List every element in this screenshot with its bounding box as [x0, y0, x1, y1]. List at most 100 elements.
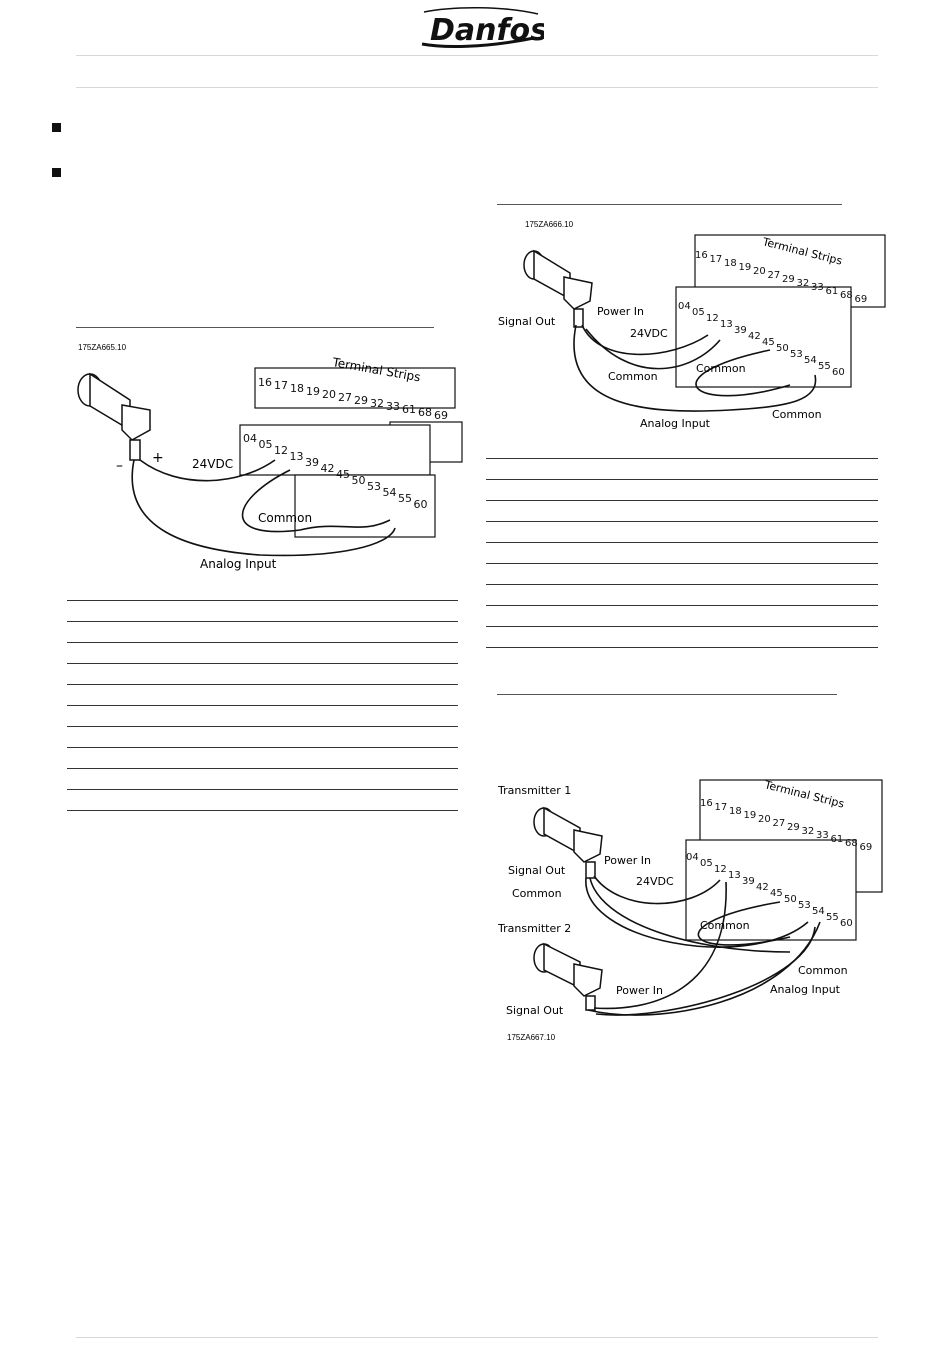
fig2-wire-power: [581, 324, 709, 356]
fig3-code: 175ZA667.10: [507, 1033, 556, 1042]
fig2-terminal-61: 61: [826, 286, 839, 297]
fig1-terminal-05: 05: [259, 438, 273, 451]
fig2-common-label-2: Common: [696, 362, 746, 375]
fig3-terminal-39: 39: [742, 876, 755, 887]
fig1-code: 175ZA665.10: [78, 343, 127, 352]
fig3-terminal-68: 68: [845, 838, 858, 849]
table-row: [486, 542, 878, 564]
table-row: [67, 600, 458, 622]
fig3-24vdc-label: 24VDC: [636, 875, 674, 888]
fig3-terminal-60: 60: [840, 918, 853, 929]
fig3-terminal-54: 54: [812, 906, 825, 917]
table-row: [486, 563, 878, 585]
fig3-wire-t2-common: [595, 926, 816, 1016]
fig2-24vdc-label: 24VDC: [630, 327, 668, 340]
fig3-terminal-29: 29: [787, 822, 800, 833]
fig3-terminal-05: 05: [700, 858, 713, 869]
fig1-terminal-04: 04: [243, 432, 257, 445]
fig3-terminal-32: 32: [802, 826, 815, 837]
fig3-terminal-45: 45: [770, 888, 783, 899]
fig3-transmitter-1: [533, 806, 603, 879]
table-row: [486, 626, 878, 648]
fig1-terminal-69: 69: [434, 409, 448, 422]
table-row: [67, 747, 458, 769]
fig2-terminal-20: 20: [753, 266, 766, 277]
fig2-terminal-60: 60: [832, 367, 845, 378]
fig2-terminal-13: 13: [720, 319, 733, 330]
fig2-terminal-39: 39: [734, 325, 747, 336]
table-row: [67, 663, 458, 685]
fig2-transmitter: [523, 249, 593, 328]
fig1-terminal-50: 50: [352, 474, 366, 487]
fig3-transmitter-2-label: Transmitter 2: [497, 922, 571, 935]
fig2-terminal-05: 05: [692, 307, 705, 318]
fig3-terminal-42: 42: [756, 882, 769, 893]
fig3-wire-t2-power: [593, 881, 727, 1010]
table-row: [67, 621, 458, 643]
fig2-common-label-1: Common: [608, 370, 658, 383]
footer-rule: [76, 1337, 878, 1338]
fig1-wire-common: [241, 469, 391, 533]
fig1-terminal-33: 33: [386, 400, 400, 413]
fig2-terminal-19: 19: [739, 262, 752, 273]
fig2-terminal-27: 27: [768, 270, 781, 281]
fig3-common-b-label: Common: [700, 919, 750, 932]
fig3-terminal-55: 55: [826, 912, 839, 923]
fig1-terminal-54: 54: [383, 486, 397, 499]
fig3-terminal-61: 61: [831, 834, 844, 845]
fig1-terminal-61: 61: [402, 403, 416, 416]
fig3-terminal-33: 33: [816, 830, 829, 841]
fig1-terminal-19: 19: [306, 385, 320, 398]
fig1-rule: [76, 327, 434, 328]
fig1-terminal-32: 32: [370, 397, 384, 410]
table-row: [67, 789, 458, 811]
fig3-terminal-17: 17: [715, 802, 728, 813]
fig2-terminal-table: [486, 458, 878, 648]
table-row: [67, 705, 458, 727]
fig1-24vdc-label: 24VDC: [192, 457, 233, 471]
fig2-terminal-16: 16: [695, 250, 708, 261]
fig3-signal-out-1-label: Signal Out: [508, 864, 566, 877]
fig1-terminal-16: 16: [258, 376, 272, 389]
fig1-wire-analog: [131, 459, 396, 557]
fig2-analog-input-label: Analog Input: [640, 417, 711, 430]
fig3-analog-input-label: Analog Input: [770, 983, 841, 996]
fig1-terminal-18: 18: [290, 382, 304, 395]
header-rule-top: [76, 55, 878, 56]
fig3-terminal-13: 13: [728, 870, 741, 881]
fig3-terminal-19: 19: [744, 810, 757, 821]
fig1-common-label: Common: [258, 511, 312, 525]
fig1-terminal-45: 45: [336, 468, 350, 481]
fig3-common-a-label: Common: [512, 887, 562, 900]
fig2-terminal-12: 12: [706, 313, 719, 324]
table-row: [486, 479, 878, 501]
fig1-terminal-20: 20: [322, 388, 336, 401]
brand-text: Danfoss: [430, 13, 544, 48]
fig3-transmitter-1-label: Transmitter 1: [497, 784, 571, 797]
fig3-terminal-50: 50: [784, 894, 797, 905]
fig2-signal-out-label: Signal Out: [498, 315, 556, 328]
fig3-terminal-16: 16: [700, 798, 713, 809]
fig2-terminal-18: 18: [724, 258, 737, 269]
fig1-terminal-table: [67, 600, 458, 811]
fig3-signal-out-2-label: Signal Out: [506, 1004, 564, 1017]
fig2-terminal-45: 45: [762, 337, 775, 348]
table-row: [486, 605, 878, 627]
fig3-wire-t1-common: [589, 877, 791, 953]
danfoss-logo-image: Danfoss: [421, 6, 566, 48]
fig1-minus-label: –: [116, 458, 123, 474]
fig2-terminal-17: 17: [710, 254, 723, 265]
fig2-terminal-33: 33: [811, 282, 824, 293]
section-bullet-1: [52, 123, 61, 132]
table-row: [486, 584, 878, 606]
fig3-wire-common-loop: [697, 901, 791, 946]
brand-logo: Danfoss: [414, 4, 566, 52]
fig1-terminal-68: 68: [418, 406, 432, 419]
fig3-terminal-69: 69: [860, 842, 873, 853]
table-row: [486, 500, 878, 522]
fig1-analog-input-label: Analog Input: [200, 557, 277, 571]
table-row: [486, 458, 878, 480]
